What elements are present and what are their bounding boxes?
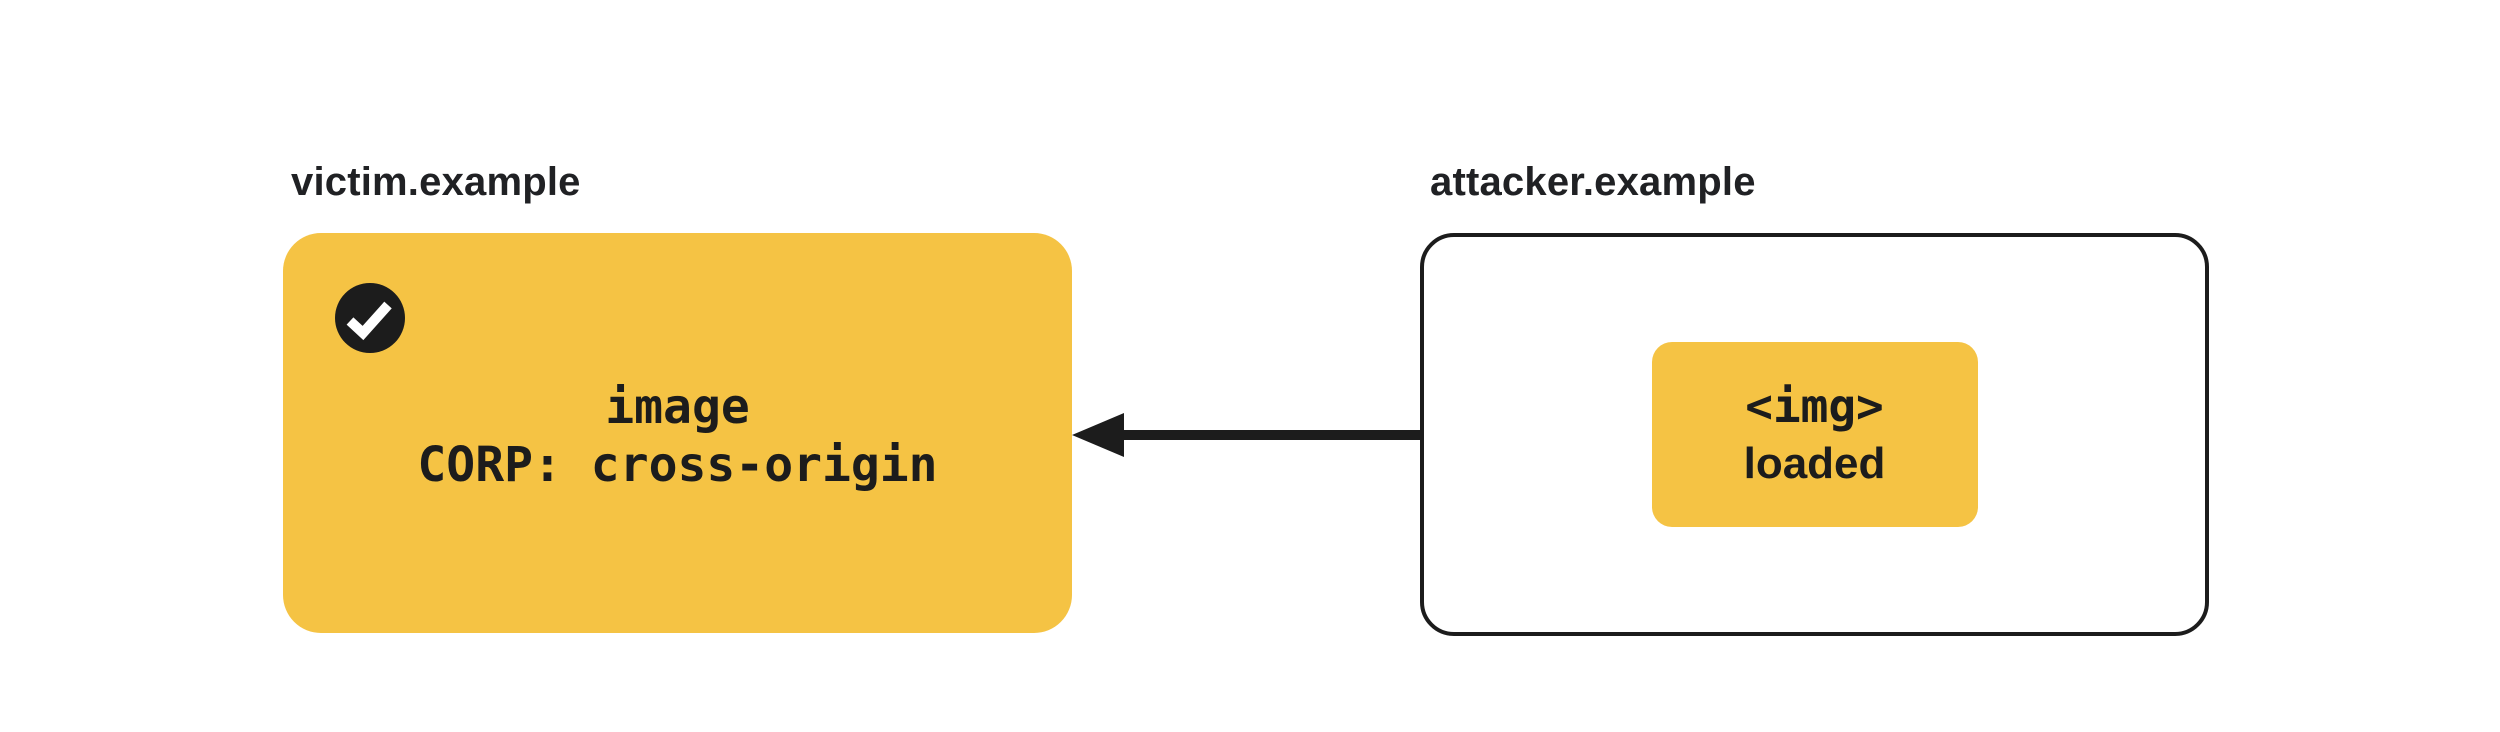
check-icon <box>335 283 405 353</box>
victim-resource-text: image CORP: cross-origin <box>283 233 1072 633</box>
img-tag-text: <img> <box>1745 378 1884 433</box>
img-loaded-box: <img> loaded <box>1651 342 1978 527</box>
attacker-page-box: <img> loaded <box>1420 233 2209 636</box>
victim-resource-box: image CORP: cross-origin <box>283 233 1072 633</box>
attacker-origin-label: attacker.example <box>1430 160 1756 204</box>
resource-type-text: image <box>605 379 750 435</box>
loaded-status-text: loaded <box>1743 438 1886 488</box>
victim-origin-label: victim.example <box>291 160 581 204</box>
corp-header-text: CORP: cross-origin <box>417 437 938 493</box>
